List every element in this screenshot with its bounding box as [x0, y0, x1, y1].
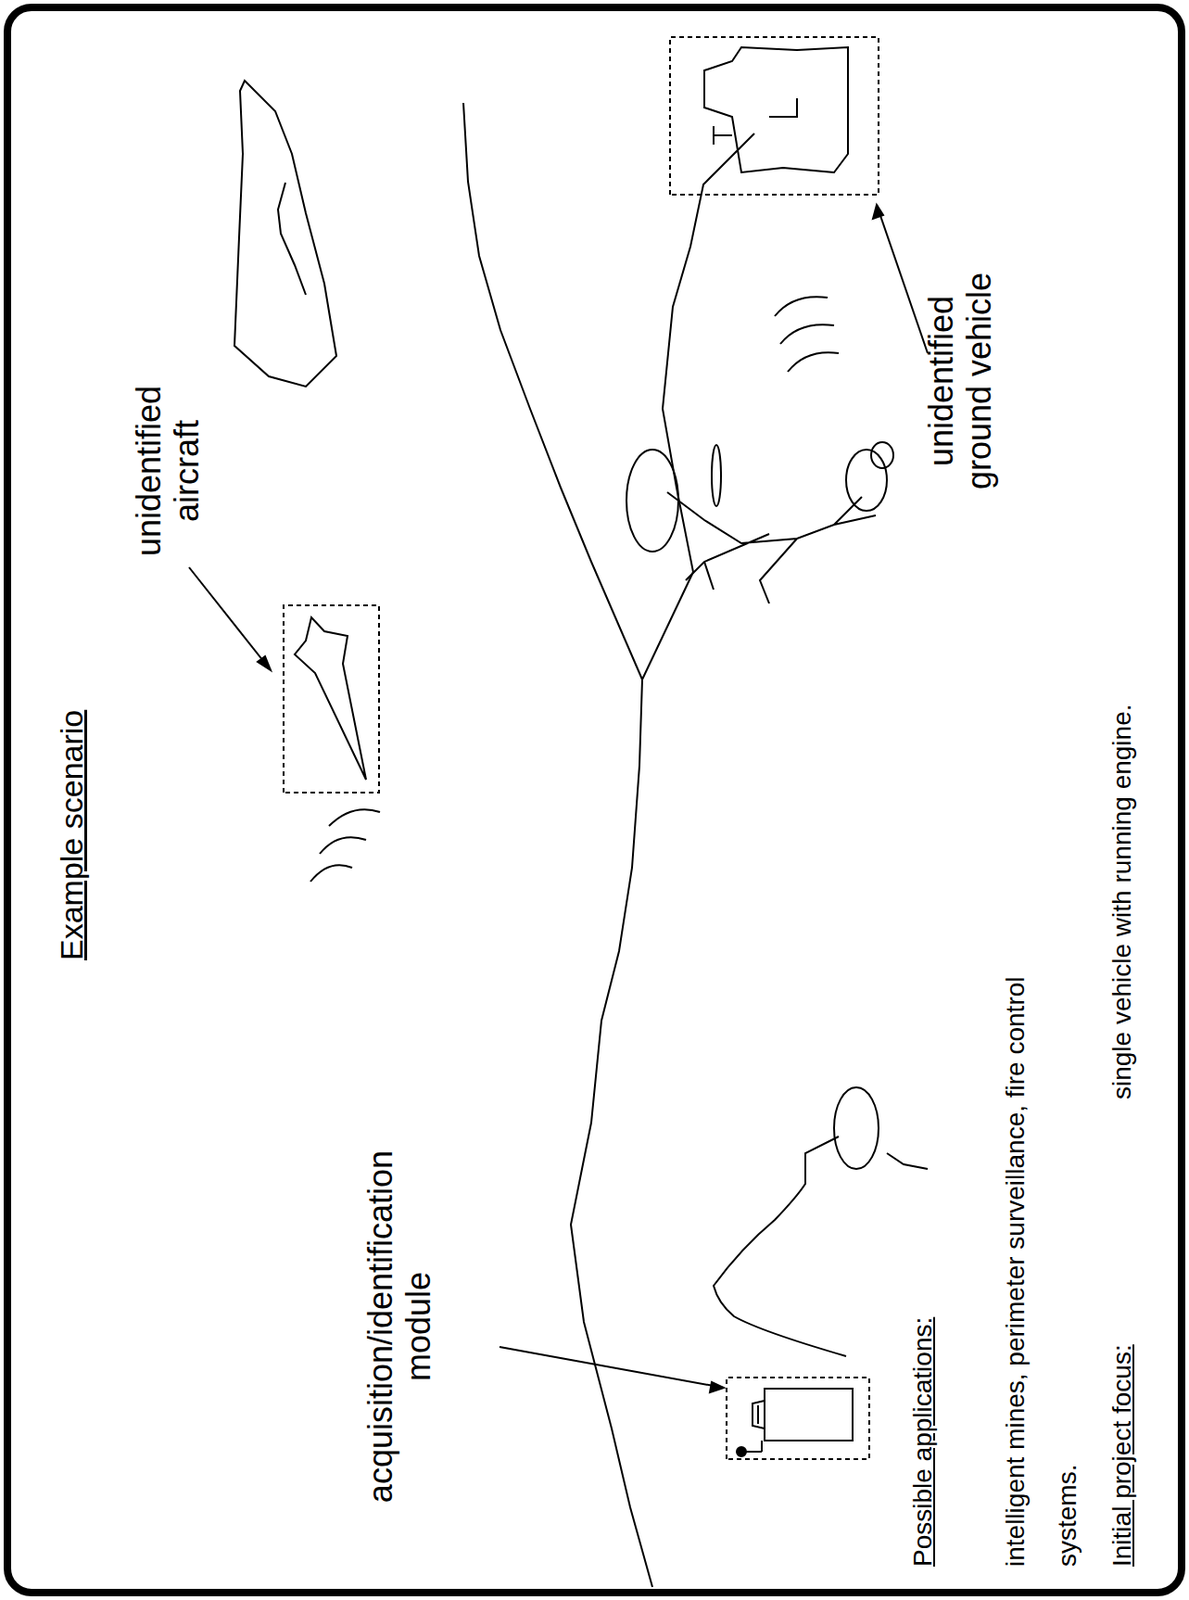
section-heading: Initial project focus:: [1107, 1343, 1138, 1567]
leader-line: [189, 567, 271, 671]
sound-waves: [774, 296, 839, 372]
section-heading: Possible applications:: [908, 1316, 938, 1567]
title: Example scenario: [53, 709, 90, 961]
antenna: [760, 1440, 763, 1452]
tree-trunk: [667, 492, 876, 604]
ridge-line: [642, 133, 755, 680]
tree-crown: [846, 449, 887, 511]
leader-line: [876, 204, 928, 354]
frame: [7, 7, 1182, 1593]
cloud-line: [278, 182, 306, 295]
note-text: intelligent mines, perimeter surveillanc…: [989, 973, 1094, 1567]
horizon-line: [570, 679, 653, 1587]
tree-branch: [711, 444, 721, 506]
note-text: single vehicle with running engine.: [1107, 704, 1138, 1101]
callout-label: unidentified ground vehicle: [922, 241, 1000, 520]
module-dome: [752, 1400, 765, 1429]
leader-line: [499, 1346, 724, 1388]
arrow-head: [872, 204, 884, 219]
callout-label: unidentified aircraft: [129, 359, 207, 582]
callout-label: acquisition/identification module: [361, 1103, 439, 1549]
arrow-head: [257, 656, 271, 671]
module-body: [764, 1388, 853, 1441]
aircraft: [294, 617, 367, 780]
ridge-line: [463, 102, 643, 680]
module-box: [726, 1377, 870, 1459]
tree-crown: [626, 449, 679, 552]
hill-line: [886, 1152, 928, 1169]
aircraft-box: [283, 605, 380, 793]
tree-crown: [871, 442, 894, 469]
tree-crown: [834, 1087, 879, 1169]
sound-waves: [310, 809, 380, 882]
vehicle-box: [670, 37, 879, 195]
hill: [713, 1136, 847, 1356]
arrow-head: [709, 1381, 724, 1392]
vehicle: [704, 47, 848, 173]
cloud: [234, 80, 337, 387]
antenna-ball: [736, 1446, 747, 1456]
